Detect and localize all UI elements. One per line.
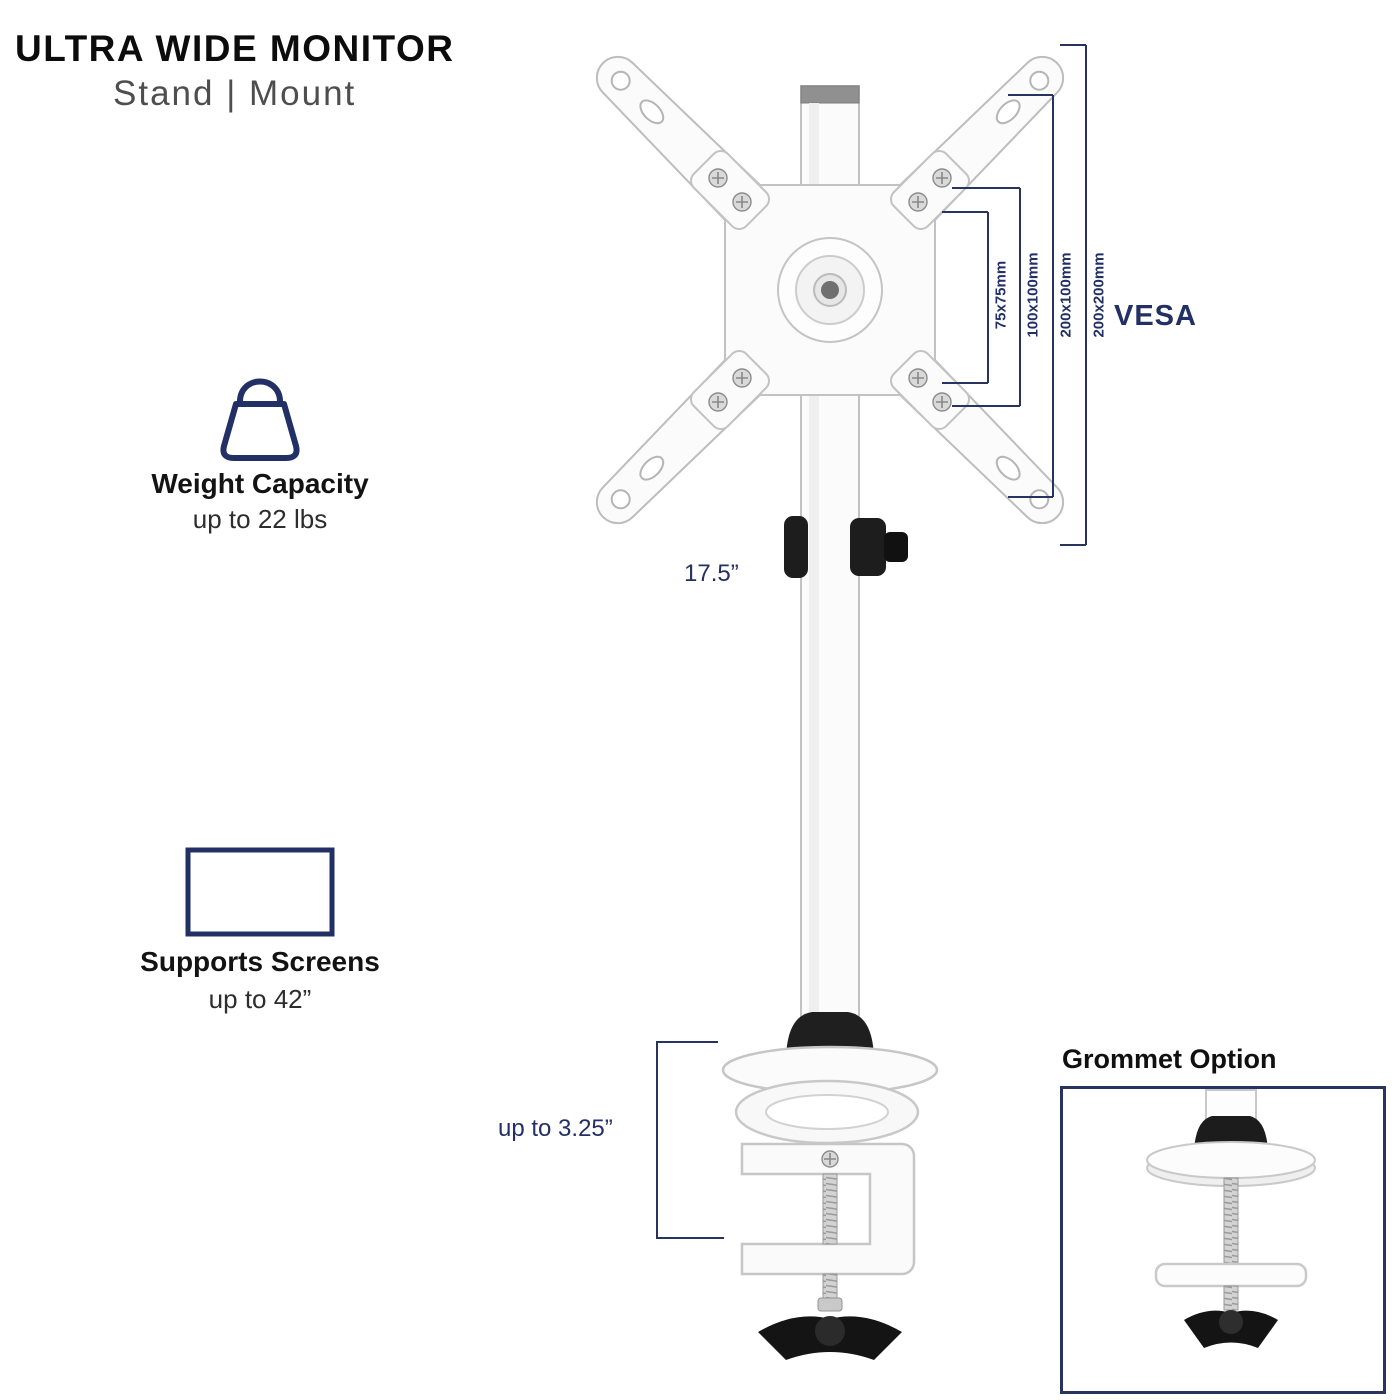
clamp-body	[740, 1142, 916, 1276]
vesa-size-200x200: 200x200mm	[1090, 252, 1108, 338]
center-bolt	[821, 281, 839, 299]
vesa-size-100x100: 100x100mm	[1024, 252, 1042, 338]
weight-capacity-value: up to 22 lbs	[192, 504, 328, 534]
height-adjust-collar	[784, 516, 908, 578]
grommet-wing-knob	[1184, 1310, 1278, 1348]
tension-knob	[884, 532, 908, 562]
supports-screens-label: Supports Screens	[140, 946, 380, 977]
vesa-center-plate	[690, 150, 970, 430]
page-title: ULTRA WIDE MONITOR	[15, 28, 455, 69]
clamp-capacity-bracket	[656, 1041, 724, 1239]
clamp-capacity-label: up to 3.25”	[498, 1115, 613, 1142]
vesa-dimension-lines	[942, 44, 1087, 546]
weight-icon	[220, 378, 300, 461]
page-subtitle: Stand | Mount	[113, 74, 357, 113]
vesa-label: VESA	[1114, 300, 1197, 332]
supports-screens-value: up to 42”	[208, 984, 312, 1014]
grommet-option-box	[1060, 1086, 1386, 1394]
clamp-knob	[758, 1316, 902, 1360]
screen-icon	[185, 847, 335, 937]
grommet-option-title: Grommet Option	[1062, 1044, 1277, 1074]
pole-height-label: 17.5”	[684, 560, 739, 587]
vesa-size-75x75: 75x75mm	[992, 260, 1010, 330]
grommet-mount-drawing	[1146, 1089, 1316, 1348]
vesa-size-200x100: 200x100mm	[1057, 252, 1075, 338]
weight-capacity-label: Weight Capacity	[151, 468, 369, 499]
desk-clamp	[721, 1012, 939, 1360]
clamp-threaded-rod	[822, 1173, 838, 1245]
vesa-screws	[708, 168, 952, 412]
